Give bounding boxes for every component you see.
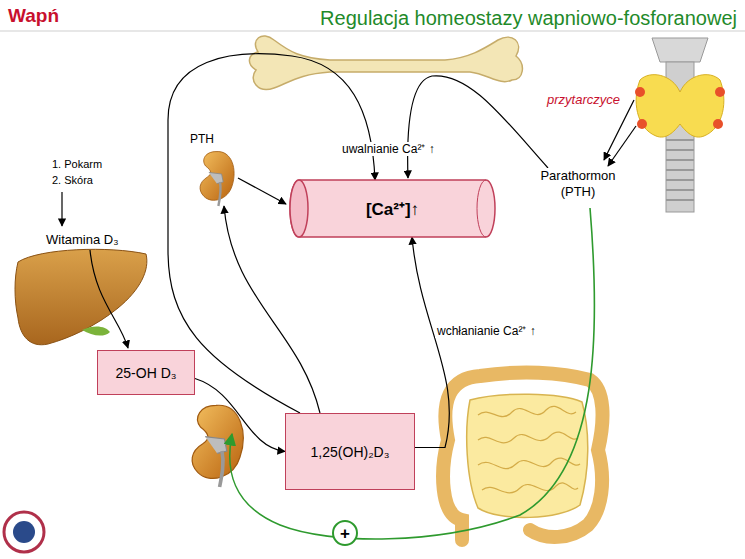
liver (15, 249, 147, 344)
plus-sign: + (332, 520, 358, 546)
kidney-lower (192, 405, 243, 487)
university-logo (4, 512, 44, 552)
parathyroid-glands (635, 87, 725, 129)
node-text: [Ca²⁺]↑ (366, 197, 419, 220)
thyroid (636, 75, 724, 137)
calcium-pool: [Ca²⁺]↑ (290, 180, 495, 237)
university-logo-center (13, 521, 35, 543)
calcitriol-box: 1,25(OH)₂D₃ (285, 413, 415, 490)
source-item: 1. Pokarm (50, 158, 104, 171)
connector-arrow (412, 237, 449, 448)
larynx (652, 38, 708, 62)
organ-label: przytarczyce (545, 92, 622, 108)
process-label: wchłanianie Ca²⁺ ↑ (435, 324, 538, 338)
bone (249, 36, 522, 90)
kidney-upper (200, 152, 234, 206)
intestine-loops (478, 406, 580, 492)
gallbladder (82, 326, 110, 335)
node-text: + (340, 525, 350, 542)
process-label: uwalnianie Ca²⁺ ↑ (340, 142, 437, 156)
source-item: 2. Skóra (50, 174, 95, 187)
trachea-rings (666, 140, 694, 200)
node-text: 1,25(OH)₂D₃ (311, 444, 390, 460)
diagram-title: Regulacja homeostazy wapniowo-fosforanow… (318, 6, 739, 30)
header-rule (0, 31, 745, 32)
calcidiol-box: 25-OH D₃ (97, 350, 195, 395)
small-intestine (467, 394, 588, 517)
large-intestine (443, 373, 602, 540)
connector-arrow (195, 379, 285, 452)
hormone-label: Parathormon (PTH) (524, 168, 632, 199)
pth-stimulation-line (230, 208, 595, 539)
node-text: 25-OH D₃ (116, 365, 177, 381)
organ-label: PTH (188, 132, 216, 146)
substance-label: Witamina D₃ (44, 232, 120, 248)
static-arrows (62, 76, 636, 413)
section-heading: Wapń (6, 5, 61, 28)
